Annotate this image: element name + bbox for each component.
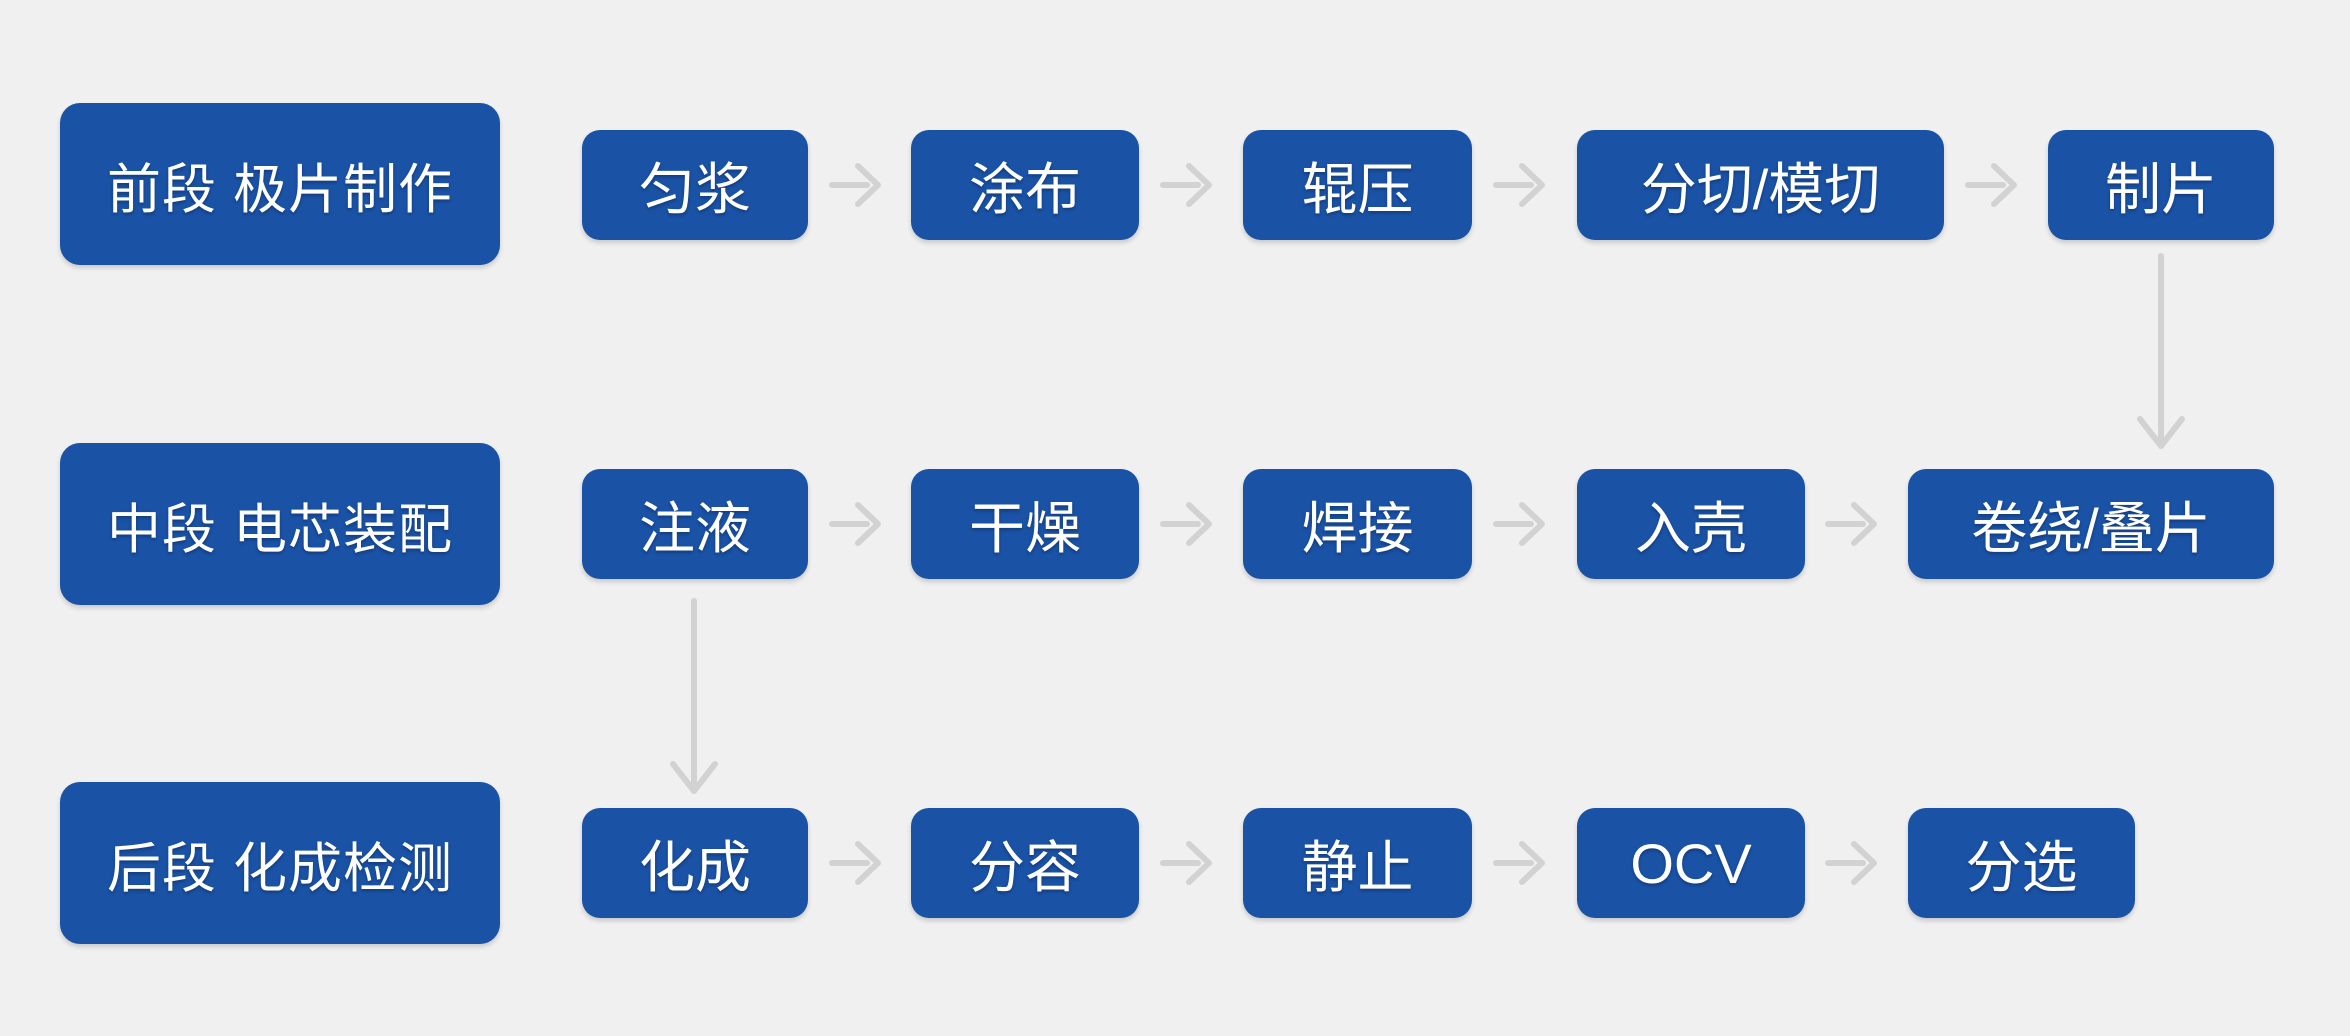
step-box-coating: 涂布 [911,130,1139,240]
arrow-right-icon [1823,496,1889,552]
arrow-down-icon [666,598,722,798]
arrow-right-icon [1158,157,1224,213]
step-box-electrolyte-filling: 注液 [582,469,808,579]
arrow-right-icon [1491,157,1557,213]
arrow-right-icon [827,496,893,552]
step-box-casing: 入壳 [1577,469,1805,579]
step-box-slurry-mixing: 匀浆 [582,130,808,240]
arrow-right-icon [1491,835,1557,891]
step-box-sorting: 分选 [1908,808,2135,918]
arrow-right-icon [1158,835,1224,891]
step-box-formation: 化成 [582,808,808,918]
step-box-calendering: 辊压 [1243,130,1472,240]
step-box-ocv-test: OCV [1577,808,1805,918]
step-box-sheet-making: 制片 [2048,130,2274,240]
arrow-right-icon [1491,496,1557,552]
stage-box-electrode-making: 前段 极片制作 [60,103,500,265]
step-box-winding-stacking: 卷绕/叠片 [1908,469,2274,579]
arrow-right-icon [1158,496,1224,552]
arrow-right-icon [827,835,893,891]
stage-box-cell-assembly: 中段 电芯装配 [60,443,500,605]
stage-box-formation-testing: 后段 化成检测 [60,782,500,944]
arrow-down-icon [2133,253,2189,453]
arrow-right-icon [1963,157,2029,213]
step-box-resting: 静止 [1243,808,1472,918]
step-box-capacity-grading: 分容 [911,808,1139,918]
arrow-right-icon [1823,835,1889,891]
step-box-drying: 干燥 [911,469,1139,579]
step-box-welding: 焊接 [1243,469,1472,579]
step-box-slitting-die-cutting: 分切/模切 [1577,130,1944,240]
arrow-right-icon [827,157,893,213]
